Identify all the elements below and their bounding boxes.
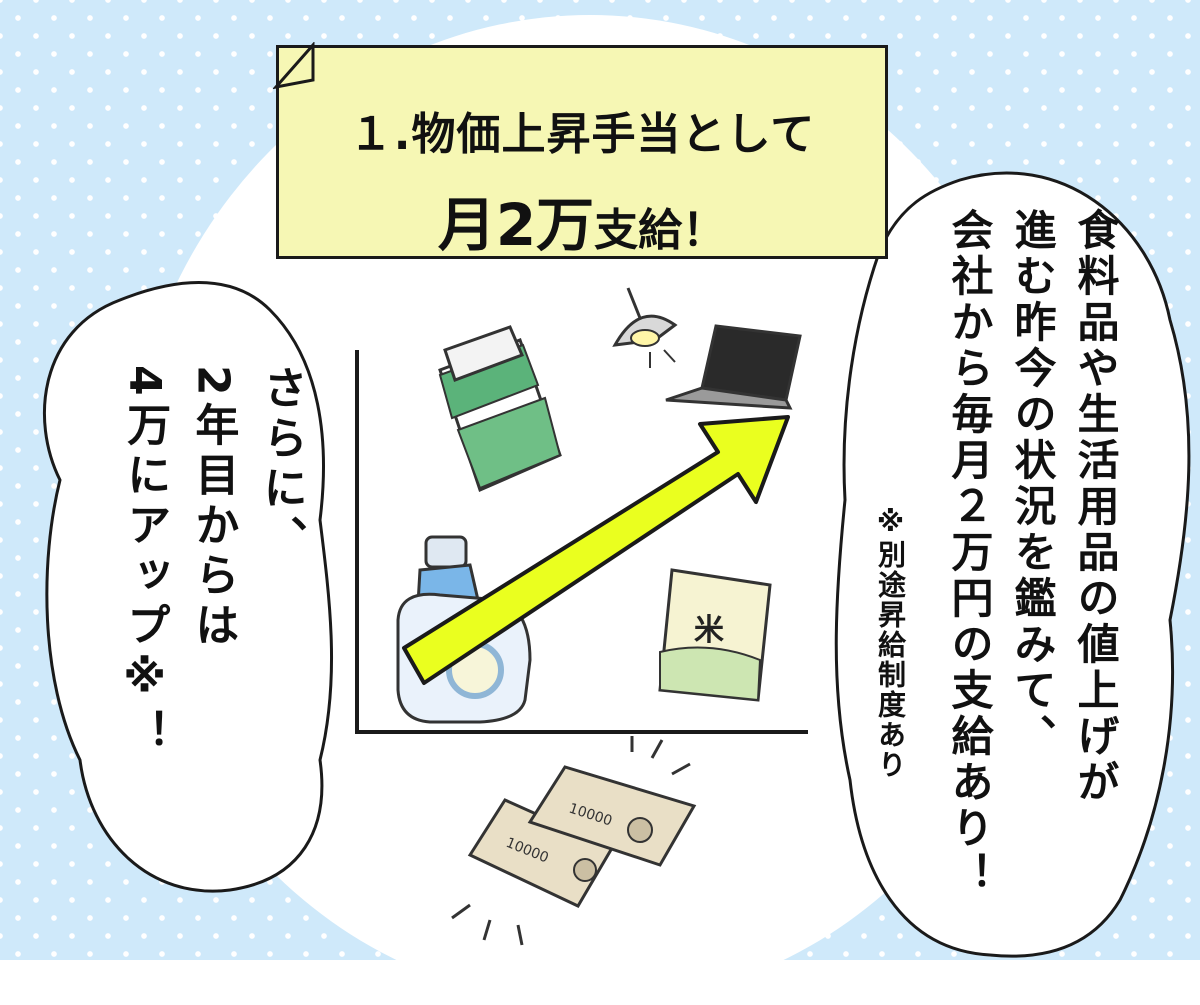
right-bubble-line-3: 会社から毎月２万円の支給あり！: [945, 208, 994, 898]
footnote-text: ※別途昇給制度あり: [874, 505, 907, 780]
title-box-fold-corner: [273, 42, 315, 90]
laptop-icon: [665, 324, 802, 410]
banknotes-icon: [451, 736, 697, 946]
canned-goods-icon: [438, 325, 562, 493]
right-bubble-line-2: 進む昨今の状況を鑑みて、: [1008, 208, 1057, 760]
title-box: １.物価上昇手当として 月2万支給！: [276, 45, 888, 259]
rice-bag-icon: [658, 568, 772, 702]
rising-arrow: [402, 415, 790, 685]
left-bubble-line-1: さらに、: [255, 365, 307, 565]
left-bubble-text: さらに、 2年目からは 4万にアップ※！: [110, 365, 315, 759]
illustration-layer: 米 10000 10000: [43, 171, 1191, 958]
title-suffix: 支給！: [594, 205, 727, 256]
left-bubble-line-3: 4万にアップ※！: [119, 365, 171, 759]
right-bubble-text: 食料品や生活用品の値上げが進む昨今の状況を鑑みて、会社から毎月２万円の支給あり！: [938, 208, 1127, 898]
left-bubble-line-2: 2年目からは: [187, 365, 239, 652]
title-line-2: 月2万支給！: [279, 178, 885, 262]
chart-axes: [355, 350, 808, 734]
title-amount: 月2万: [437, 191, 595, 259]
title-line-1: １.物価上昇手当として: [348, 109, 816, 160]
left-speech-bubble: [43, 281, 334, 893]
lamp-icon: [612, 287, 678, 368]
rice-bag-label: 米: [694, 613, 724, 648]
right-bubble-line-1: 食料品や生活用品の値上げが: [1071, 208, 1120, 806]
right-speech-bubble: [834, 171, 1191, 958]
